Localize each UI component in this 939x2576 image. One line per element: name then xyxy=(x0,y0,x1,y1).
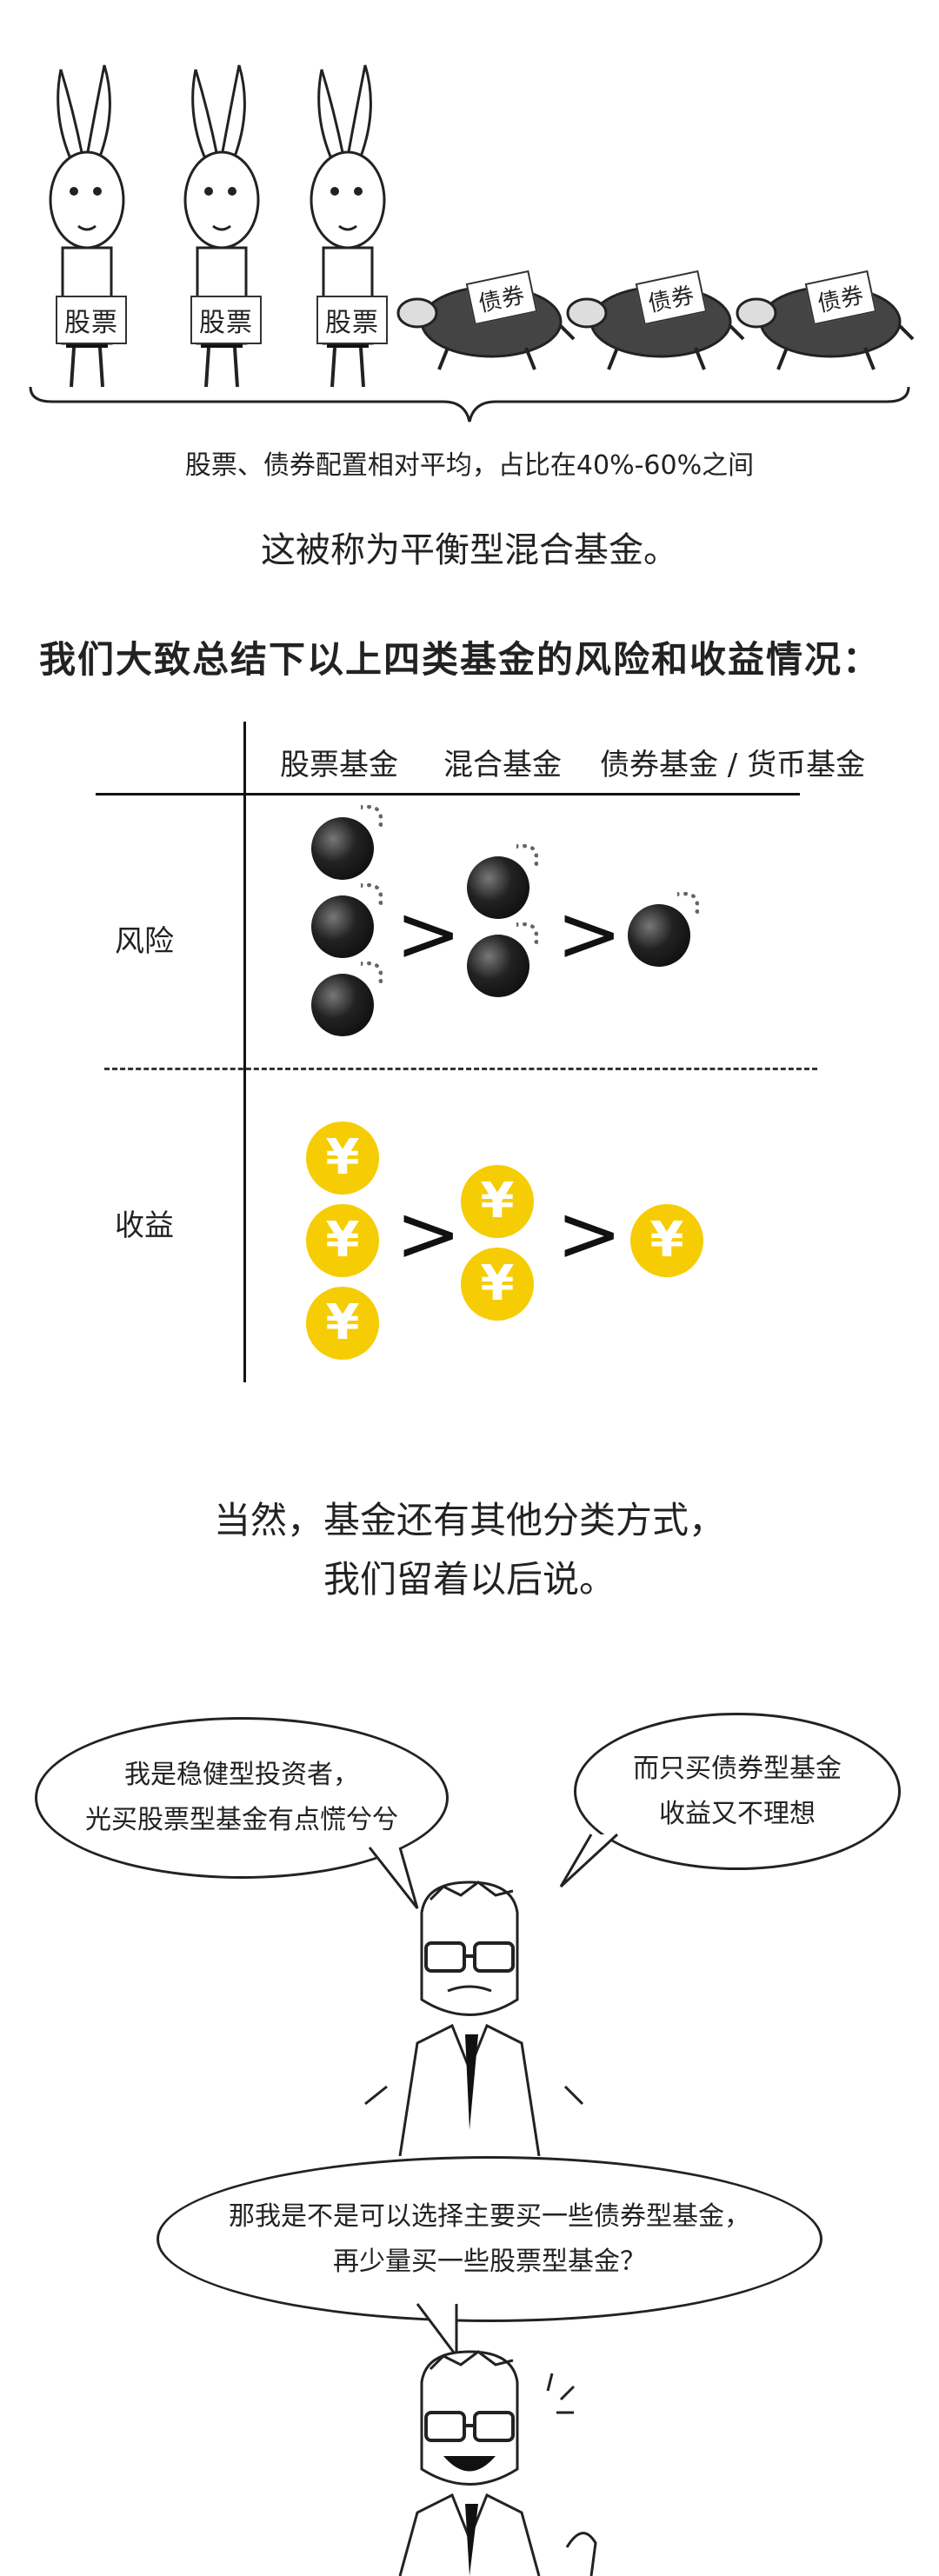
yuan-coin-icon: ¥ xyxy=(306,1287,379,1360)
bomb-icon xyxy=(628,892,699,967)
greater-than-sign: > xyxy=(396,889,462,980)
bubble-right-tail xyxy=(559,1833,619,1888)
greater-than-sign: > xyxy=(396,1188,462,1280)
bubble-bottom-line-2: 再少量买一些股票型基金？ xyxy=(333,2246,646,2277)
rabbit-sign: 股票 xyxy=(56,296,127,344)
bomb-icon xyxy=(311,805,383,880)
table-row-divider xyxy=(104,1068,817,1070)
speech-bubble-left: 我是稳健型投资者， 光买股票型基金有点慌兮兮 xyxy=(35,1717,449,1879)
yuan-coin-icon: ¥ xyxy=(306,1122,379,1195)
yuan-coin-icon: ¥ xyxy=(461,1165,534,1238)
smiling-man-illustration xyxy=(398,2350,597,2576)
column-header-bond-money: 债券基金 / 货币基金 xyxy=(600,748,866,782)
note-line-1: 当然，基金还有其他分类方式， xyxy=(213,1499,725,1541)
speech-bubble-bottom: 那我是不是可以选择主要买一些债券型基金， 再少量买一些股票型基金？ xyxy=(156,2156,822,2322)
bomb-icon xyxy=(311,962,383,1036)
column-header-stock: 股票基金 xyxy=(280,748,398,782)
row-label-risk: 风险 xyxy=(115,924,174,959)
yuan-coin-icon: ¥ xyxy=(306,1204,379,1277)
column-header-mixed: 混合基金 xyxy=(443,748,562,782)
bubble-left-tail xyxy=(368,1847,419,1909)
rabbit-sign: 股票 xyxy=(190,296,262,344)
table-vertical-axis xyxy=(243,722,246,1382)
table-header-divider xyxy=(96,793,800,795)
bomb-icon xyxy=(467,844,538,919)
bubble-bottom-line-1: 那我是不是可以选择主要买一些债券型基金， xyxy=(229,2200,750,2232)
summary-heading: 我们大致总结下以上四类基金的风险和收益情况： xyxy=(39,638,882,681)
yuan-coin-icon: ¥ xyxy=(630,1204,703,1277)
greater-than-sign: > xyxy=(556,1188,623,1280)
bubble-left-line-1: 我是稳健型投资者， xyxy=(124,1760,359,1790)
bubble-left-line-2: 光买股票型基金有点慌兮兮 xyxy=(85,1805,398,1835)
bubble-right-line-1: 而只买债券型基金 xyxy=(633,1753,842,1784)
rabbit-sign: 股票 xyxy=(316,296,388,344)
bubble-right-line-2: 收益又不理想 xyxy=(659,1798,816,1829)
speech-bubble-right: 而只买债券型基金 收益又不理想 xyxy=(574,1713,901,1870)
bomb-icon xyxy=(311,883,383,958)
note-line-2: 我们留着以后说。 xyxy=(323,1558,616,1601)
allocation-caption: 股票、债券配置相对平均，占比在40%-60%之间 xyxy=(184,450,755,481)
row-label-return: 收益 xyxy=(115,1208,174,1243)
investor-man-illustration xyxy=(364,1880,584,2156)
balanced-fund-subtitle: 这被称为平衡型混合基金。 xyxy=(261,530,678,570)
rabbits-turtles-illustration: 股票 股票 股票 债券 债券 xyxy=(0,0,939,423)
bomb-icon xyxy=(467,922,538,997)
curly-brace xyxy=(29,386,910,423)
yuan-coin-icon: ¥ xyxy=(461,1248,534,1321)
greater-than-sign: > xyxy=(556,889,623,980)
